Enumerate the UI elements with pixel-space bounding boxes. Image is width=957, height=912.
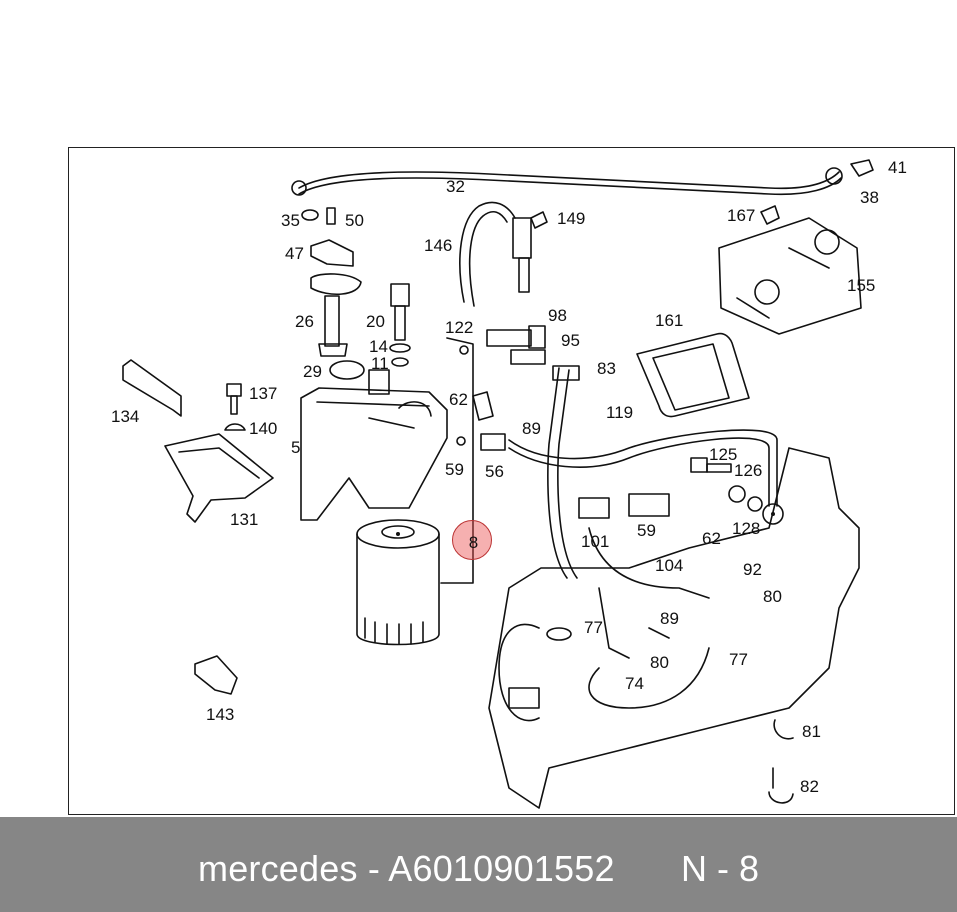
part-label-81: 81: [802, 722, 821, 741]
part-label-98: 98: [548, 306, 567, 325]
part-label-146: 146: [424, 236, 453, 255]
part-label-29: 29: [303, 362, 322, 381]
part-label-155: 155: [847, 276, 876, 295]
highlight-circle: [452, 520, 492, 560]
part-label-74: 74: [625, 674, 644, 693]
part-label-77b: 77: [729, 650, 748, 669]
part-label-14: 14: [369, 337, 388, 356]
part-label-32: 32: [446, 177, 465, 196]
part-label-26: 26: [295, 312, 314, 331]
part-label-89a: 89: [522, 419, 541, 438]
part-label-140: 140: [249, 419, 278, 438]
part-label-77a: 77: [584, 618, 603, 637]
caption-text: mercedes - A6010901552: [198, 848, 615, 889]
part-label-126: 126: [734, 461, 763, 480]
part-label-62b: 62: [702, 529, 721, 548]
part-label-119: 119: [606, 403, 634, 422]
part-label-104: 104: [655, 556, 684, 575]
part-label-143: 143: [206, 705, 235, 724]
part-label-80b: 80: [650, 653, 669, 672]
part-label-95: 95: [561, 331, 580, 350]
part-label-56: 56: [485, 462, 504, 481]
highlight-label: 8: [468, 532, 479, 552]
part-label-128: 128: [732, 519, 761, 538]
part-label-35: 35: [281, 211, 300, 230]
part-label-137: 137: [249, 384, 278, 403]
part-label-20: 20: [366, 312, 385, 331]
part-label-161: 161: [655, 311, 684, 330]
part-label-131: 131: [230, 510, 259, 529]
part-label-80a: 80: [763, 587, 782, 606]
part-label-59b: 59: [637, 521, 656, 540]
part-label-5: 5: [291, 438, 301, 457]
part-label-122: 122: [445, 318, 474, 337]
part-label-38: 38: [860, 188, 879, 207]
part-label-11: 11: [371, 354, 389, 373]
part-label-101: 101: [581, 532, 610, 551]
part-label-167: 167: [727, 206, 756, 225]
caption-code: N - 8: [681, 848, 760, 889]
part-label-149: 149: [557, 209, 586, 228]
part-label-134: 134: [111, 407, 140, 426]
parts-diagram: 8 41 32 149 38 167 35 50 146 47 155 26 2…: [68, 147, 955, 815]
part-label-50: 50: [345, 211, 364, 230]
caption-bar: [0, 817, 957, 912]
part-label-82: 82: [800, 777, 819, 796]
part-label-125: 125: [709, 445, 738, 464]
part-label-89b: 89: [660, 609, 679, 628]
part-label-47: 47: [285, 244, 304, 263]
part-label-92: 92: [743, 560, 762, 579]
part-label-62a: 62: [449, 390, 468, 409]
part-label-59a: 59: [445, 460, 464, 479]
diagram-drawing: [122, 159, 874, 809]
part-label-83: 83: [597, 359, 616, 378]
part-label-41: 41: [888, 158, 907, 177]
